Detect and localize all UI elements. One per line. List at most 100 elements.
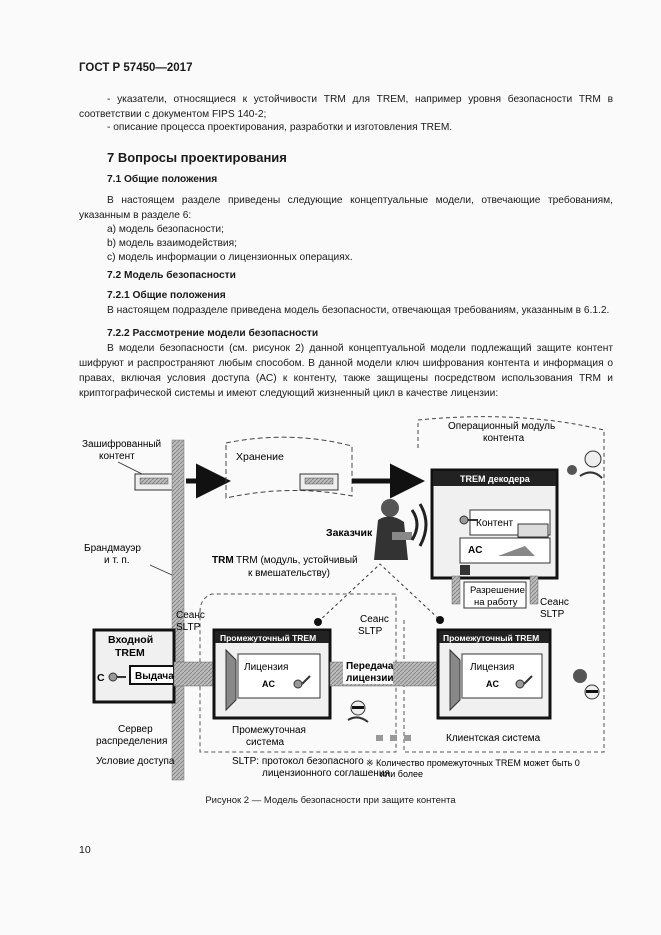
sltp-session-label-right: Сеанс SLTP	[540, 597, 569, 620]
svg-text:Входной: Входной	[108, 634, 153, 646]
section-71-title: 7.1 Общие положения	[107, 174, 218, 185]
svg-text:TRM: TRM	[212, 555, 234, 566]
content-device-icon	[517, 523, 549, 538]
svg-text:система: система	[246, 737, 284, 748]
svg-text:Передача: Передача	[346, 661, 394, 672]
svg-text:Зашифрованный: Зашифрованный	[82, 438, 161, 450]
input-key-icon	[108, 672, 126, 682]
svg-text:к вмешательству): к вмешательству)	[248, 568, 330, 579]
funnel-icon	[449, 648, 461, 712]
list-item: а) модель безопасности;	[107, 224, 224, 235]
svg-text:контент: контент	[99, 451, 135, 462]
client-license-box	[461, 653, 543, 699]
document-header: ГОСТ Р 57450—2017	[79, 62, 193, 74]
svg-text:SLTP: протокол безопасного: SLTP: протокол безопасного	[232, 755, 364, 767]
svg-text:Сеанс: Сеанс	[360, 614, 389, 625]
client-trem-label: Промежуточный TREM	[443, 633, 539, 643]
trm-pointer-lines	[317, 563, 441, 623]
encrypted-content-label: Зашифрованный контент	[82, 438, 161, 462]
svg-text:Разрешение: Разрешение	[470, 585, 525, 596]
attacker-person-icon-right	[573, 669, 600, 700]
customer-label: Заказчик	[326, 527, 373, 539]
storage-box	[225, 436, 353, 499]
svg-text:TREM: TREM	[115, 647, 145, 659]
svg-text:TRM (модуль, устойчивый: TRM (модуль, устойчивый	[236, 555, 358, 566]
funnel-icon	[225, 648, 237, 712]
screen-icon	[498, 546, 535, 556]
page-number: 10	[79, 844, 91, 856]
sltp-session-label-middle: Сеанс SLTP	[358, 614, 389, 637]
observer-person-icon	[567, 450, 603, 479]
section-722-text: В модели безопасности (см. рисунок 2) да…	[79, 343, 613, 399]
issue-label: Выдача	[135, 671, 174, 682]
license-box	[237, 653, 321, 699]
ac-label: AC	[486, 679, 499, 689]
svg-text:SLTP: SLTP	[540, 609, 565, 620]
ac-box	[459, 537, 551, 564]
trm-label: TRM TRM (модуль, устойчивый к вмешательс…	[212, 555, 358, 579]
section-721-title: 7.2.1 Общие положения	[107, 290, 226, 301]
list-item: c) модель информации о лицензионных опер…	[107, 252, 353, 263]
security-model-figure: Зашифрованный контент Брандмауэр и т. п.…	[82, 416, 605, 781]
trem-decoder-label: TREM декодера	[460, 474, 531, 484]
intermediate-system-label: Промежуточная система	[232, 725, 306, 748]
sltp-session-label-left: Сеанс SLTP	[176, 610, 205, 633]
input-trem-label: Входной TREM	[108, 634, 153, 659]
svg-text:Сеанс: Сеанс	[176, 610, 205, 621]
key-icon	[459, 515, 478, 525]
svg-text:на работу: на работу	[474, 597, 518, 608]
intermediate-system-region	[199, 593, 397, 753]
intro-item-1: - указатели, относящиеся к устойчивости …	[79, 94, 613, 120]
intro-item-2: - описание процесса проектирования, разр…	[107, 122, 453, 133]
dots-separator	[376, 735, 411, 741]
op-module-label: Операционный модуль контента	[448, 421, 555, 444]
server-label: Сервер распределения	[96, 724, 167, 747]
svg-text:Сервер: Сервер	[118, 724, 153, 735]
license-key-icon	[293, 675, 311, 689]
firewall-label: Брандмауэр и т. п.	[84, 543, 141, 566]
section-72-title: 7.2 Модель безопасности	[107, 270, 236, 281]
encrypted-content-device-icon	[134, 473, 174, 491]
license-transfer-label: Передача лицензии	[343, 658, 394, 684]
intermediate-trem-label: Промежуточный TREM	[220, 633, 316, 643]
svg-text:Брандмауэр: Брандмауэр	[84, 543, 141, 554]
ac-label: AC	[262, 679, 275, 689]
decoder-corner-marker	[460, 565, 470, 575]
sltp-note: SLTP: протокол безопасного лицензионного…	[232, 755, 390, 779]
figure-caption: Рисунок 2 — Модель безопасности при защи…	[205, 795, 456, 806]
svg-text:лицензионного соглашения: лицензионного соглашения	[262, 768, 390, 779]
storage-device-icon	[299, 473, 339, 491]
pipe-left	[173, 661, 215, 687]
section-7-title: 7 Вопросы проектирования	[107, 150, 287, 165]
section-71-text: В настоящем разделе приведены следующие …	[79, 195, 613, 221]
svg-text:или более: или более	[380, 769, 423, 779]
svg-text:контента: контента	[483, 433, 525, 444]
svg-text:※ Количество промежуточных TR: ※ Количество промежуточных TREM может бы…	[366, 758, 580, 768]
permission-label: Разрешение на работу	[470, 585, 525, 608]
client-key-icon	[515, 675, 533, 689]
section-721-text: В настоящем подразделе приведена модель …	[107, 305, 610, 316]
section-722-title: 7.2.2 Рассмотрение модели безопасности	[107, 328, 319, 339]
client-system-label: Клиентская система	[446, 733, 541, 744]
c-label: C	[97, 672, 105, 684]
signal-waves-icon	[410, 503, 428, 547]
svg-text:распределения: распределения	[96, 736, 167, 747]
svg-text:SLTP: SLTP	[358, 626, 383, 637]
svg-text:Промежуточная: Промежуточная	[232, 725, 306, 736]
customer-person-icon	[374, 499, 412, 560]
attacker-person-icon-left	[347, 700, 369, 723]
svg-text:и т. п.: и т. п.	[104, 555, 130, 566]
content-label: Контент	[476, 518, 513, 529]
svg-text:лицензии: лицензии	[346, 673, 394, 684]
storage-label: Хранение	[236, 451, 284, 463]
access-condition-label: Условие доступа	[96, 756, 175, 767]
svg-text:SLTP: SLTP	[176, 622, 201, 633]
license-label: Лицензия	[244, 662, 288, 673]
client-license-label: Лицензия	[470, 662, 514, 673]
permission-box	[463, 581, 527, 609]
ac-label: AC	[468, 545, 482, 556]
list-item: b) модель взаимодействия;	[107, 238, 237, 249]
svg-text:Операционный модуль: Операционный модуль	[448, 421, 555, 432]
count-note: ※ Количество промежуточных TREM может бы…	[366, 758, 580, 779]
svg-text:Сеанс: Сеанс	[540, 597, 569, 608]
